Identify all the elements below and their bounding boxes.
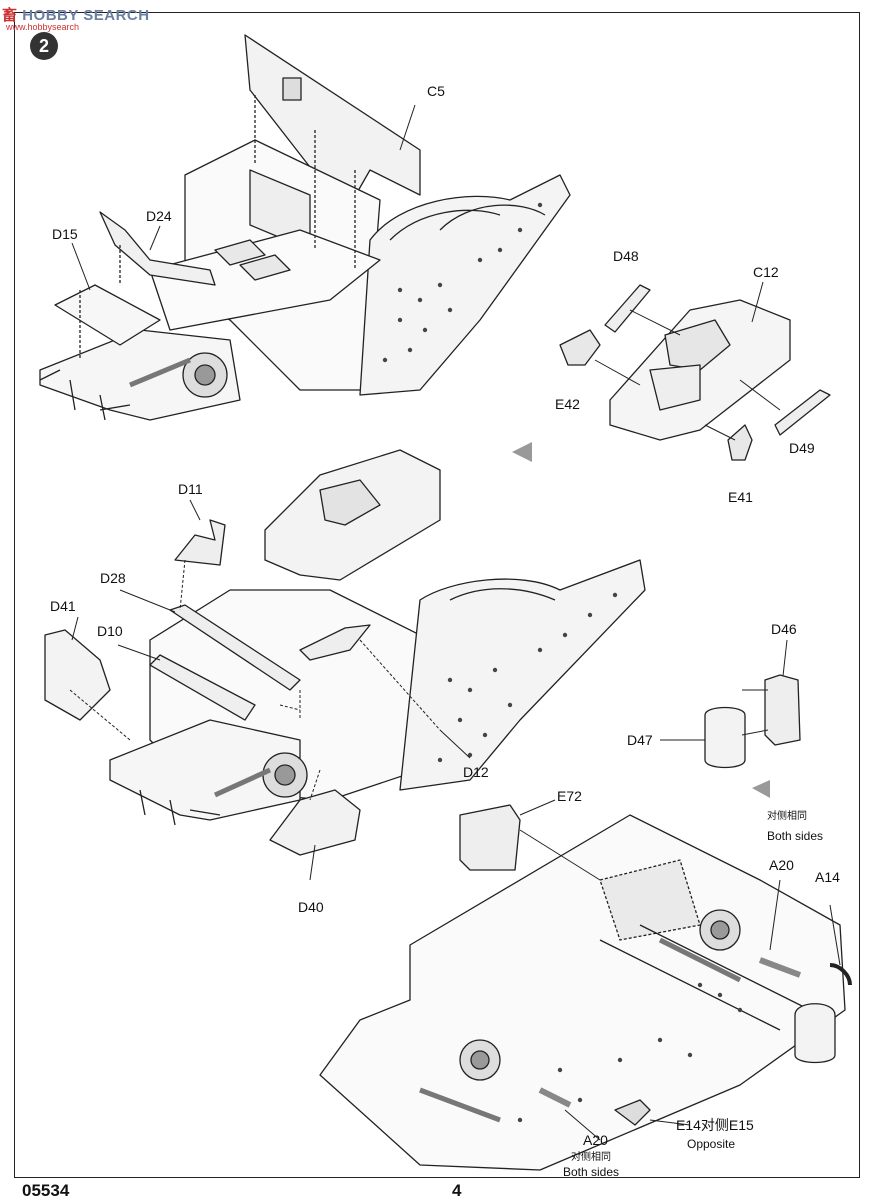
part-label-d24: D24: [146, 208, 172, 224]
part-label-e14-e15: E14对侧E15: [676, 1117, 754, 1133]
part-label-c5: C5: [427, 83, 445, 99]
part-label-d11: D11: [178, 481, 203, 497]
hull-assembly-bottom: [319, 799, 852, 1171]
part-label-a14: A14: [815, 869, 840, 885]
part-label-d40: D40: [298, 899, 324, 915]
part-label-c12: C12: [753, 264, 779, 280]
part-label-e41: E41: [728, 489, 753, 505]
note-opposite: Opposite: [687, 1137, 736, 1151]
part-label-d48: D48: [613, 248, 639, 264]
hull-assembly-middle: [44, 449, 646, 881]
part-label-a20-top: A20: [769, 857, 794, 873]
part-label-d15: D15: [52, 226, 78, 242]
note-both-sides-en-bottom: Both sides: [563, 1165, 620, 1179]
part-label-a20-bottom: A20: [583, 1132, 608, 1148]
part-label-e42: E42: [555, 396, 580, 412]
part-label-d12: D12: [463, 764, 489, 780]
part-label-d28: D28: [100, 570, 126, 586]
page-number: 4: [452, 1181, 462, 1200]
product-code: 05534: [22, 1181, 70, 1200]
note-both-sides-en-top: Both sides: [767, 829, 824, 843]
part-label-d47: D47: [627, 732, 653, 748]
step-number-badge: 2: [30, 32, 58, 60]
part-label-e72: E72: [557, 788, 582, 804]
part-label-d49: D49: [789, 440, 815, 456]
hull-assembly-top: [39, 34, 571, 421]
note-both-sides-cn-bottom: 对侧相同: [571, 1152, 611, 1163]
part-label-d10: D10: [97, 623, 123, 639]
watermark: 畜 HOBBY SEARCH: [2, 7, 150, 24]
part-label-d46: D46: [771, 621, 797, 637]
part-label-d41: D41: [50, 598, 76, 614]
note-both-sides-cn-top: 对侧相同: [767, 811, 807, 822]
page-border: [14, 12, 860, 1178]
fuel-tank-parts: [660, 639, 801, 769]
watermark-url: www.hobbysearch: [6, 22, 80, 32]
seat-subassembly: [559, 281, 831, 461]
